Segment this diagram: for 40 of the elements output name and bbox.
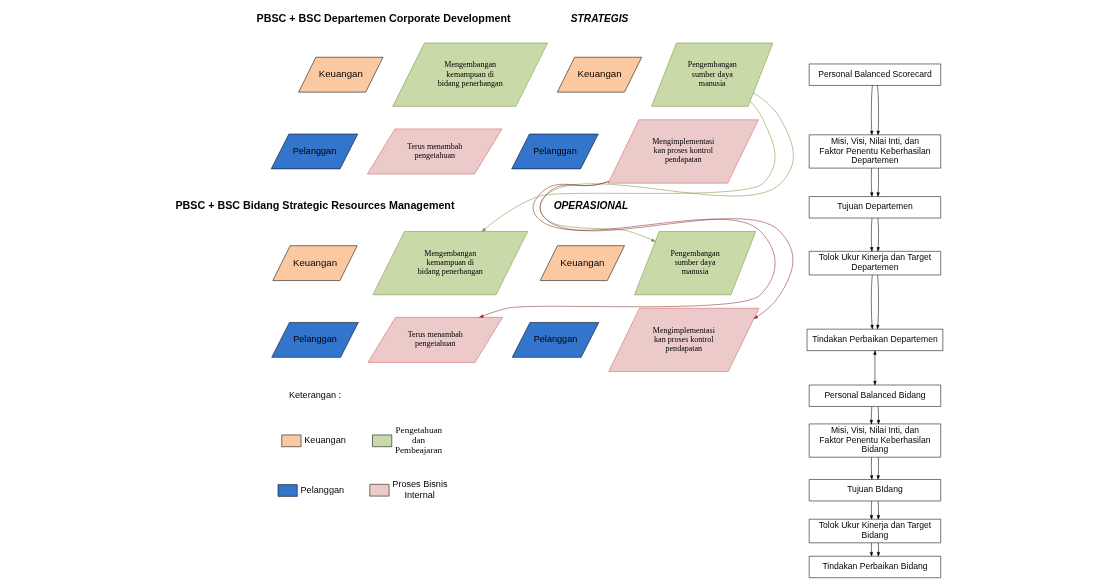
arrow (876, 500, 881, 520)
arrow (479, 181, 776, 318)
legend-label: Pelanggan (300, 484, 345, 495)
node-box: Misi, Visi, Nilai Inti, dan Faktor Penentu Keberhasilan Bidang (808, 423, 941, 458)
node-box: Personal Balanced Scorecard (808, 63, 941, 86)
node-box: Tujuan Departemen (808, 196, 941, 219)
arrow (870, 217, 874, 252)
arrow (539, 92, 794, 242)
arrow (876, 217, 880, 252)
arrow (870, 274, 874, 330)
label: Keterangan : (288, 389, 342, 400)
arrow (873, 350, 877, 386)
arrow (876, 457, 880, 480)
node-box: Tindakan Perbaikan Departemen (806, 328, 944, 351)
arrow (869, 542, 873, 557)
arrow (870, 167, 874, 197)
label: OPERASIONAL (553, 200, 629, 212)
arrow (876, 274, 880, 330)
node-box: Tindakan Perbaikan Bidang (808, 556, 941, 578)
legend-label: Pengetahuan dan Pembeajaran (395, 424, 443, 456)
arrow (869, 500, 873, 520)
node-box: Misi, Visi, Nilai Inti, dan Faktor Penentu Keberhasilan Departemen (808, 134, 941, 169)
label: PBSC + BSC Departemen Corporate Development (256, 12, 511, 25)
arrow (539, 181, 794, 319)
label: PBSC + BSC Bidang Strategic Resources Management (175, 199, 455, 212)
arrow (876, 542, 881, 557)
node-box: Personal Balanced Bidang (808, 384, 941, 407)
arrow (870, 85, 874, 136)
arrow (870, 457, 874, 480)
arrow (869, 406, 873, 425)
legend-label: Proses Bisnis Internal (392, 479, 448, 500)
node-box: Tolok Ukur Kinerja dan Target Departemen (808, 251, 941, 276)
arrow (876, 406, 881, 425)
label: STRATEGIS (570, 12, 629, 24)
legend-label: Keuangan (304, 435, 346, 446)
arrow (876, 85, 880, 136)
node-box: Tolok Ukur Kinerja dan Target Bidang (808, 518, 941, 544)
node-box: Tujuan BIdang (808, 479, 941, 502)
arrow (481, 101, 776, 232)
arrow (876, 167, 880, 197)
